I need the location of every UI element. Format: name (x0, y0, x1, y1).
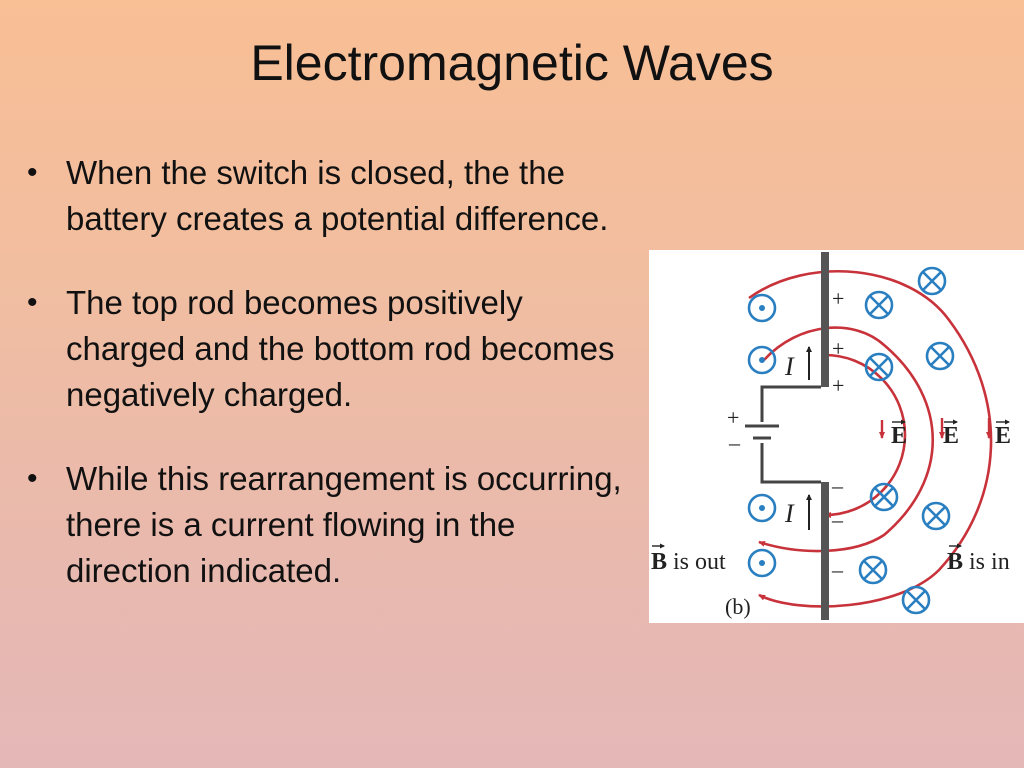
field-line-inner (824, 353, 907, 518)
plus-charge: + (832, 336, 844, 361)
minus-charge: – (831, 557, 844, 582)
b-out-label: B is out (651, 543, 726, 575)
dipole-antenna-figure: + – + + + – – – I I E E E (649, 250, 1024, 623)
bullet-list: • When the switch is closed, the the batt… (24, 150, 624, 632)
b-in-symbol (858, 555, 888, 585)
slide-title: Electromagnetic Waves (250, 35, 774, 91)
svg-text:E: E (995, 423, 1011, 449)
b-in-symbol (901, 585, 931, 615)
b-out-symbol (747, 293, 777, 323)
b-in-label: B is in (947, 543, 1010, 575)
e-field-label: E (943, 419, 959, 449)
current-label-top: I (784, 352, 795, 381)
bullet-dot: • (27, 286, 38, 319)
bottom-rod (821, 482, 829, 620)
figure-caption: (b) (725, 594, 751, 619)
plus-charge: + (832, 373, 844, 398)
bullet-item: • When the switch is closed, the the batt… (24, 150, 624, 242)
b-in-symbol (864, 352, 894, 382)
dipole-diagram: + – + + + – – – I I E E E (651, 252, 1011, 620)
b-in-symbol (864, 290, 894, 320)
b-in-symbol (925, 341, 955, 371)
battery-wire (760, 385, 821, 484)
b-in-symbol (917, 266, 947, 296)
b-out-symbol (747, 493, 777, 523)
svg-text:B is in: B is in (947, 549, 1010, 575)
bullet-text: When the switch is closed, the the batte… (66, 154, 609, 237)
svg-text:B is out: B is out (651, 549, 726, 575)
bullet-text: While this rearrangement is occurring, t… (66, 460, 622, 589)
bullet-dot: • (27, 156, 38, 189)
b-in-symbol (869, 482, 899, 512)
svg-text:E: E (891, 423, 907, 449)
bullet-item: • The top rod becomes positively charged … (24, 280, 624, 418)
bullet-dot: • (27, 462, 38, 495)
field-line-middle (758, 326, 935, 553)
current-label-bottom: I (784, 499, 795, 528)
minus-charge: – (831, 507, 844, 532)
battery-minus-sign: – (728, 430, 741, 455)
b-out-symbol (747, 548, 777, 578)
field-line-outer (748, 270, 993, 608)
battery-plus-sign: + (727, 405, 739, 430)
plus-charge: + (832, 286, 844, 311)
b-in-symbol (921, 501, 951, 531)
minus-charge: – (831, 473, 844, 498)
bullet-item: • While this rearrangement is occurring, … (24, 456, 624, 594)
bullet-text: The top rod becomes positively charged a… (66, 284, 615, 413)
svg-text:E: E (943, 423, 959, 449)
e-field-label: E (995, 419, 1011, 449)
b-out-symbol (747, 345, 777, 375)
e-field-label: E (891, 419, 907, 449)
top-rod (821, 252, 829, 387)
